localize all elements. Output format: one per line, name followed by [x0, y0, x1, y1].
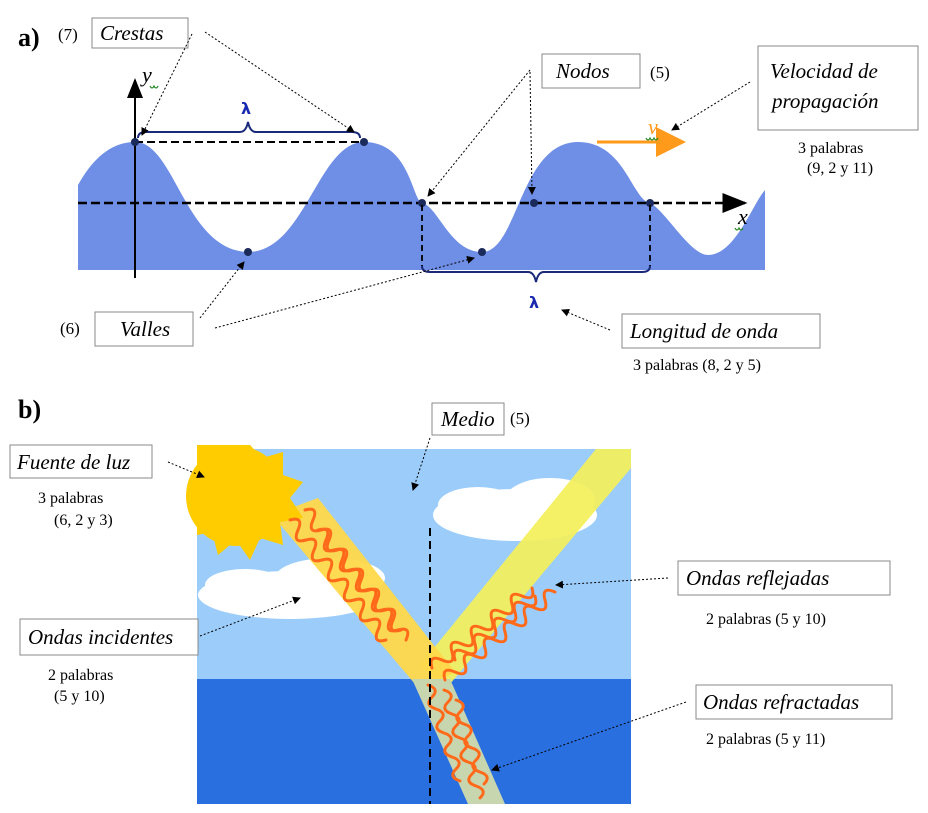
crestas-box: [91, 17, 189, 49]
incident-wavy-lines: [288, 507, 410, 643]
x-axis-label: x: [737, 204, 748, 229]
reflected-beam: [420, 449, 631, 690]
crestas-pointer-1: [141, 33, 193, 136]
node-point-3: [646, 199, 654, 207]
velocidad-hint-line1: 3 palabras: [798, 140, 863, 157]
valles-pointer-2: [214, 255, 475, 329]
valles-count: (6): [60, 319, 80, 338]
valley-point-1: [244, 248, 252, 256]
y-squiggle: [149, 84, 159, 89]
fuente-hint-line2: (6, 2 y 3): [54, 512, 113, 529]
longitud-hint: 3 palabras (8, 2 y 5): [633, 357, 761, 374]
crestas-pointer-2: [204, 31, 355, 133]
nodos-box: [541, 53, 641, 89]
lambda-top: λ: [241, 99, 251, 118]
refractadas-box: [695, 684, 893, 720]
fuente-box: [9, 444, 153, 479]
velocidad-pointer: [671, 81, 751, 131]
velocidad-hint-line2: (9, 2 y 11): [807, 160, 873, 177]
nodos-count: (5): [650, 63, 670, 82]
crest-point-1: [131, 138, 139, 146]
sun: [186, 445, 303, 560]
nodos-pointer-2: [527, 71, 536, 195]
refractadas-label: Ondas refractadas: [703, 690, 859, 714]
longitud-box: [621, 313, 821, 349]
refractadas-hint: 2 palabras (5 y 11): [706, 731, 825, 748]
incidentes-label: Ondas incidentes: [28, 625, 173, 649]
lambda-brace-bottom: [421, 265, 651, 283]
fuente-pointer: [167, 461, 205, 478]
lambda-bottom: λ: [529, 293, 539, 312]
crest-point-2: [360, 138, 368, 146]
part-a-label: a): [18, 23, 40, 52]
velocidad-label-line1: Velocidad de: [770, 59, 878, 83]
valley-point-2: [478, 248, 486, 256]
valles-label: Valles: [120, 317, 170, 341]
node-point-1: [418, 199, 426, 207]
y-axis-label: y: [140, 62, 152, 87]
water-medium: [197, 679, 631, 804]
incidentes-hint-line2: (5 y 10): [54, 688, 105, 705]
medio-box: [431, 402, 505, 436]
nodos-pointer-1: [427, 69, 531, 197]
incidentes-hint-line1: 2 palabras: [48, 667, 113, 684]
reflejadas-label: Ondas reflejadas: [686, 566, 829, 590]
velocidad-label-line2: propagación: [770, 89, 879, 113]
velocidad-box: [757, 45, 919, 131]
lambda-brace-top: [137, 121, 361, 139]
crestas-count: (7): [58, 25, 78, 44]
incident-beam: [272, 498, 455, 690]
medio-pointer: [411, 437, 431, 491]
reflejadas-hint: 2 palabras (5 y 10): [706, 611, 826, 628]
medio-count: (5): [510, 409, 530, 428]
medio-label: Medio: [440, 407, 495, 431]
reflejadas-pointer: [555, 577, 669, 589]
velocity-squiggle: [645, 136, 659, 141]
x-squiggle: [734, 226, 744, 231]
velocity-symbol: v: [648, 114, 658, 139]
longitud-pointer: [561, 309, 611, 331]
fuente-label: Fuente de luz: [16, 450, 130, 474]
longitud-label: Longitud de onda: [629, 319, 778, 343]
part-b-label: b): [18, 395, 41, 424]
reflected-wavy-lines: [429, 586, 557, 682]
node-point-2: [530, 199, 538, 207]
incidentes-pointer: [199, 596, 301, 637]
fuente-hint-line1: 3 palabras: [38, 490, 103, 507]
nodos-label: Nodos: [555, 59, 610, 83]
incidentes-box: [19, 618, 199, 656]
valles-box: [94, 311, 194, 347]
crestas-label: Crestas: [100, 21, 163, 45]
reflejadas-box: [677, 560, 891, 596]
valles-pointer-1: [199, 261, 245, 319]
